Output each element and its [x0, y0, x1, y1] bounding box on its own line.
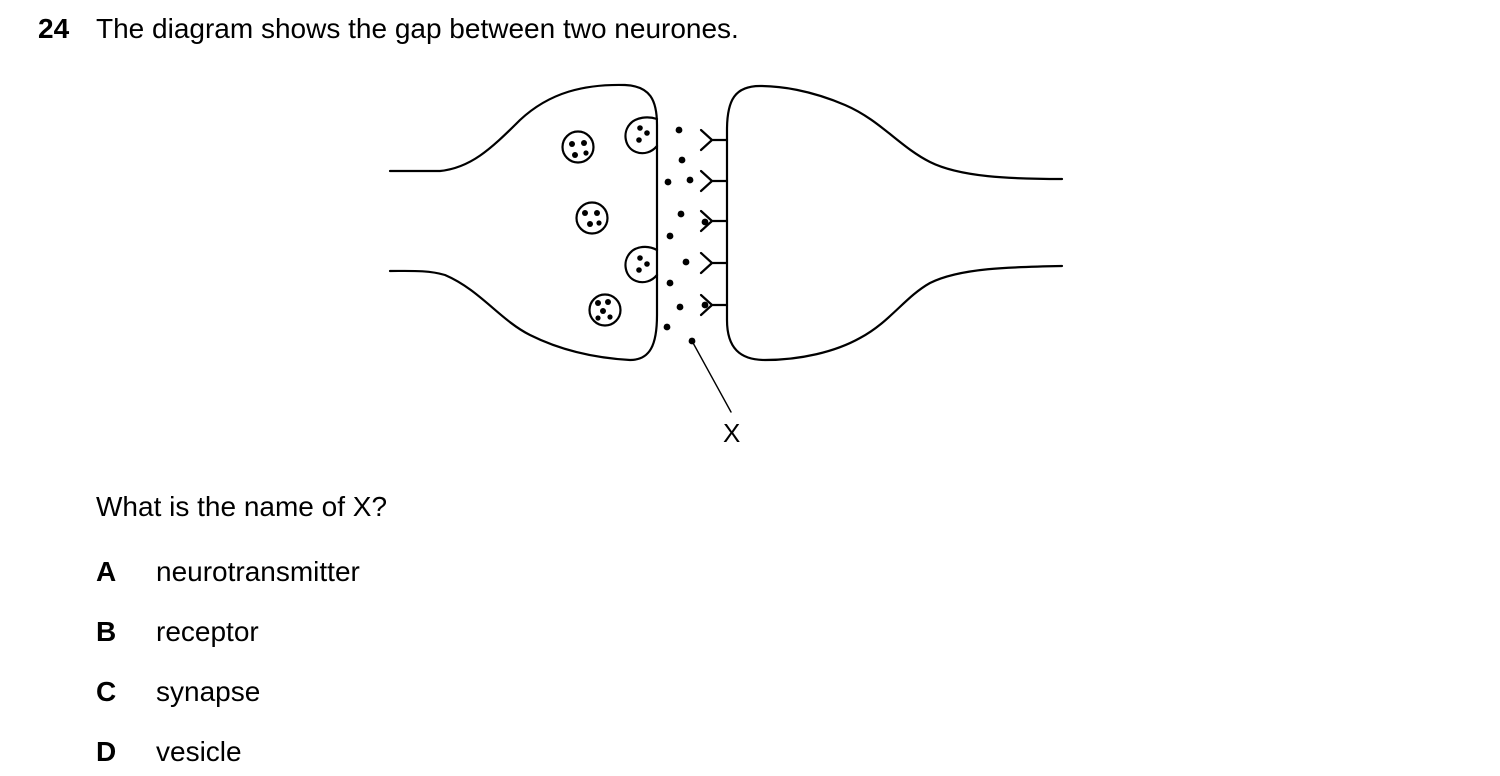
neurotransmitter-molecules: [663, 126, 709, 345]
neurotransmitter-molecule: [675, 126, 683, 134]
question-prompt: What is the name of X?: [96, 491, 388, 522]
option-letter: D: [96, 736, 117, 767]
neurotransmitter-molecule-x: [688, 337, 696, 345]
option-text: receptor: [156, 616, 259, 647]
neurotransmitter-molecule: [666, 232, 674, 240]
question-header: 24 The diagram shows the gap between two …: [38, 12, 739, 46]
vesicle: [561, 130, 595, 164]
label-x: X: [723, 418, 740, 448]
vesicle: [575, 201, 609, 235]
neurotransmitter-molecule: [686, 176, 694, 184]
receptor: [699, 293, 729, 317]
synapse-diagram: X: [388, 83, 1064, 448]
fusing-vesicle: [624, 116, 659, 155]
neurotransmitter-molecule: [677, 210, 685, 218]
vesicle-contents: [569, 125, 650, 321]
vesicle: [588, 293, 622, 327]
option-text: neurotransmitter: [156, 556, 360, 587]
question-number: 24: [38, 13, 70, 44]
presynaptic-neurone-outline: [388, 83, 659, 362]
postsynaptic-neurone-outline: [725, 84, 1064, 362]
receptor: [699, 128, 729, 152]
neurotransmitter-molecule: [678, 156, 686, 164]
option-text: synapse: [156, 676, 261, 707]
question-stem: The diagram shows the gap between two ne…: [96, 13, 739, 44]
fusing-vesicle: [624, 245, 659, 284]
option-letter: A: [96, 556, 117, 587]
neurotransmitter-molecule: [664, 178, 672, 186]
receptor: [699, 251, 729, 275]
receptor: [699, 169, 729, 193]
neurotransmitter-molecule: [663, 323, 671, 331]
option-text: vesicle: [156, 736, 242, 767]
neurotransmitter-molecule: [676, 303, 684, 311]
option-letter: B: [96, 616, 117, 647]
option-letter: C: [96, 676, 117, 707]
label-line-x: [691, 340, 732, 413]
receptor: [699, 209, 729, 233]
neurotransmitter-molecule: [701, 218, 709, 226]
neurotransmitter-molecule: [701, 301, 709, 309]
neurotransmitter-molecule: [682, 258, 690, 266]
neurotransmitter-molecule: [666, 279, 674, 287]
